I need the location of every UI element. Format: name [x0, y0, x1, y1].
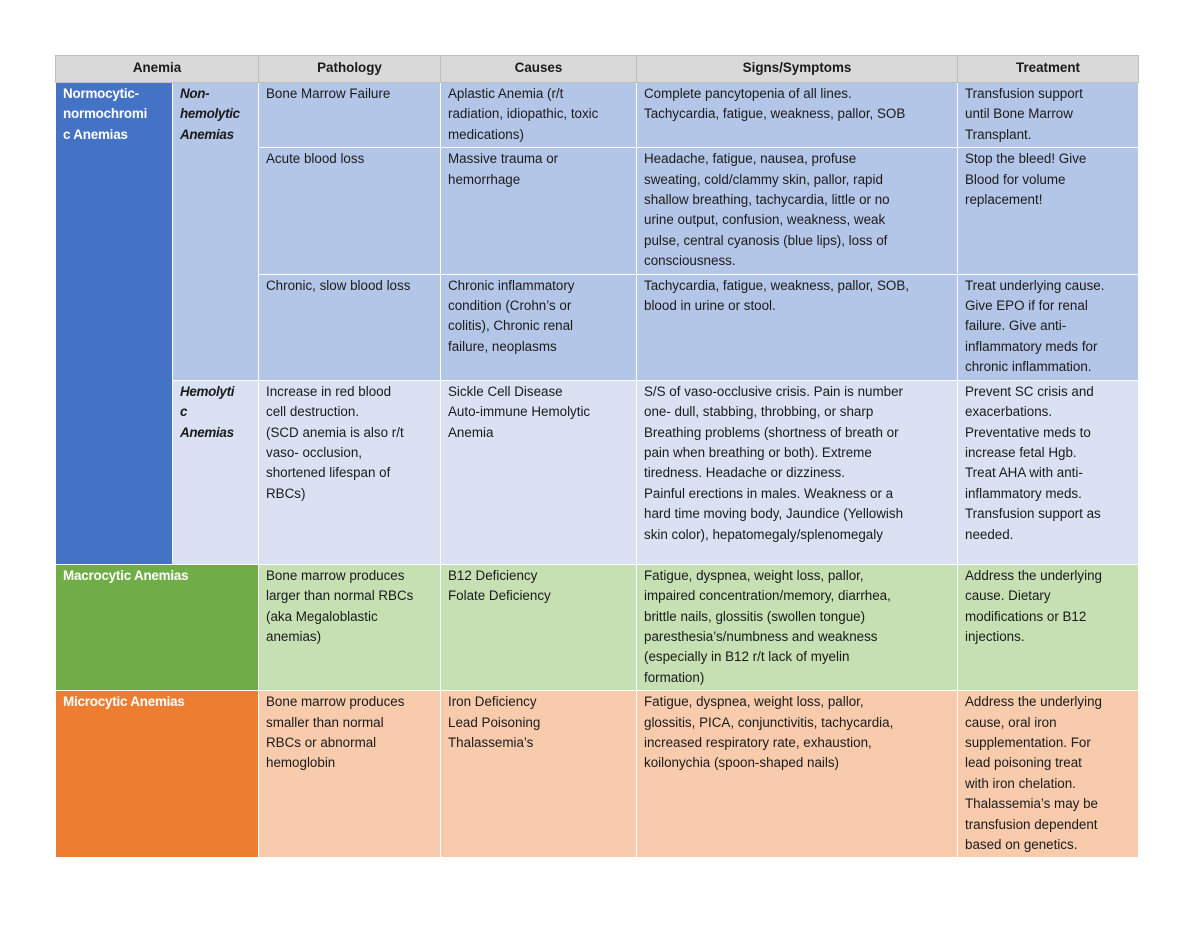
symptoms-cell: Headache, fatigue, nausea, profuse sweat… — [636, 147, 958, 275]
causes-cell: Sickle Cell Disease Auto-immune Hemolyti… — [440, 379, 637, 565]
symptoms-cell: Fatigue, dyspnea, weight loss, pallor, i… — [636, 563, 958, 692]
treatment-cell: Transfusion support until Bone Marrow Tr… — [957, 81, 1139, 149]
table-row: Microcytic Anemias Bone marrow produces … — [55, 690, 1139, 859]
pathology-cell: Acute blood loss — [258, 147, 441, 275]
symptoms-cell: Tachycardia, fatigue, weakness, pallor, … — [636, 273, 958, 381]
header-signs-symptoms: Signs/Symptoms — [636, 55, 958, 83]
header-pathology: Pathology — [258, 55, 441, 83]
symptoms-cell: Fatigue, dyspnea, weight loss, pallor, g… — [636, 690, 958, 859]
treatment-cell: Address the underlying cause, oral iron … — [957, 690, 1139, 859]
pathology-cell: Bone marrow produces smaller than normal… — [258, 690, 441, 859]
subcategory-hemolytic: Hemolyti c Anemias — [172, 379, 259, 565]
pathology-cell: Bone Marrow Failure — [258, 81, 441, 149]
pathology-cell: Chronic, slow blood loss — [258, 273, 441, 381]
treatment-cell: Stop the bleed! Give Blood for volume re… — [957, 147, 1139, 275]
causes-cell: Massive trauma or hemorrhage — [440, 147, 637, 275]
header-anemia: Anemia — [55, 55, 259, 83]
table-row: Normocytic- normochromi c Anemias Non- h… — [55, 81, 1139, 565]
table-row: Chronic, slow blood loss Chronic inflamm… — [56, 273, 1139, 381]
header-causes: Causes — [440, 55, 637, 83]
category-microcytic: Microcytic Anemias — [55, 690, 259, 859]
treatment-cell: Treat underlying cause. Give EPO if for … — [957, 273, 1139, 381]
header-treatment: Treatment — [957, 55, 1139, 83]
symptoms-cell: S/S of vaso-occlusive crisis. Pain is nu… — [636, 379, 958, 565]
category-macrocytic: Macrocytic Anemias — [55, 563, 259, 692]
table-row: Acute blood loss Massive trauma or hemor… — [56, 147, 1139, 275]
pathology-cell: Bone marrow produces larger than normal … — [258, 563, 441, 692]
pathology-cell: Increase in red blood cell destruction. … — [258, 379, 441, 565]
causes-cell: Aplastic Anemia (r/t radiation, idiopath… — [440, 81, 637, 149]
table-row: Hemolyti c Anemias Increase in red blood… — [56, 379, 1139, 565]
header-row: Anemia Pathology Causes Signs/Symptoms T… — [55, 55, 1139, 83]
causes-cell: Iron Deficiency Lead Poisoning Thalassem… — [440, 690, 637, 859]
treatment-cell: Address the underlying cause. Dietary mo… — [957, 563, 1139, 692]
table-row: Macrocytic Anemias Bone marrow produces … — [55, 563, 1139, 692]
subcategory-non-hemolytic: Non- hemolytic Anemias — [172, 82, 259, 381]
causes-cell: B12 Deficiency Folate Deficiency — [440, 563, 637, 692]
category-normocytic: Normocytic- normochromi c Anemias — [55, 82, 173, 565]
treatment-cell: Prevent SC crisis and exacerbations. Pre… — [957, 379, 1139, 565]
symptoms-cell: Complete pancytopenia of all lines. Tach… — [636, 81, 958, 149]
causes-cell: Chronic inflammatory condition (Crohn’s … — [440, 273, 637, 381]
anemia-table: Anemia Pathology Causes Signs/Symptoms T… — [55, 55, 1139, 859]
